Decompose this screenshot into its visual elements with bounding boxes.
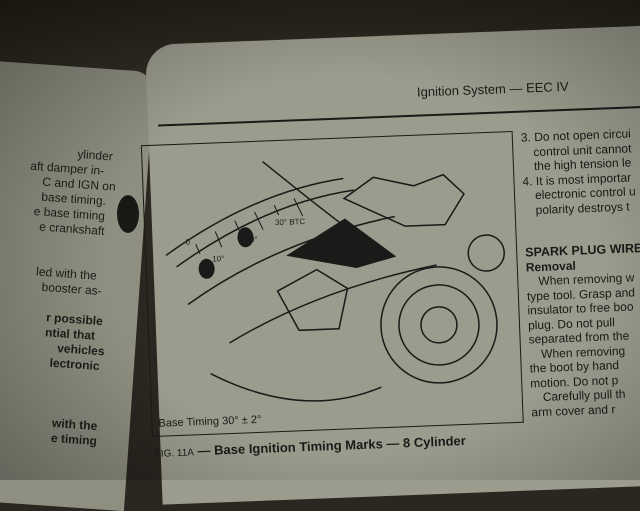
- left-page-line: e crankshaft: [38, 219, 106, 239]
- left-page-line: e timing: [50, 430, 98, 449]
- figure-title: — Base Ignition Timing Marks — 8 Cylinde…: [193, 432, 467, 459]
- right-page: Ignition System — EEC IV: [140, 24, 640, 505]
- left-page-line: ntial that: [44, 325, 96, 343]
- left-page-line: lectronic: [49, 355, 101, 374]
- scale-label: 10°: [212, 254, 224, 263]
- scale-label: 30° BTC: [275, 217, 306, 227]
- engine-illustration: 0 10° 20° 30° BTC: [165, 160, 505, 402]
- figure-box: 0 10° 20° 30° BTC Base Timing 30° ± 2°: [140, 130, 524, 438]
- figure-number: FIG. 11A: [154, 447, 195, 460]
- header-rule: [158, 104, 640, 127]
- text-column: 3. Do not open circui control unit canno…: [521, 124, 640, 419]
- scale-label: 20°: [245, 235, 257, 244]
- left-page-line: booster as-: [41, 279, 103, 299]
- page-header: Ignition System — EEC IV: [416, 78, 569, 100]
- scale-label: 0: [185, 237, 190, 246]
- binder-hole: [117, 195, 139, 233]
- figure-caption: FIG. 11A — Base Ignition Timing Marks — …: [154, 432, 467, 460]
